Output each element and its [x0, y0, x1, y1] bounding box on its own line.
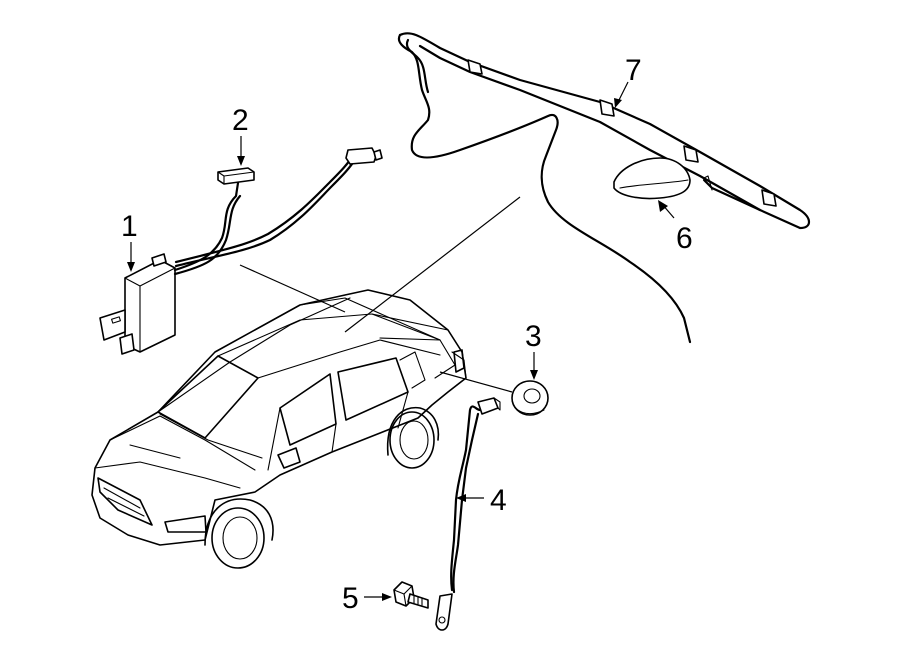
callout-4: 4	[490, 484, 507, 517]
ground-cable-part-4	[435, 397, 501, 631]
leader-lines	[239, 196, 521, 393]
grommet-part-3	[511, 380, 549, 416]
connector-upper	[345, 147, 383, 165]
callout-arrows	[127, 81, 675, 601]
vehicle-illustration	[91, 289, 467, 569]
callout-7: 7	[625, 54, 642, 87]
antenna-cover-part-6	[613, 157, 691, 200]
antenna-cable-harness	[397, 32, 811, 344]
callout-1: 1	[121, 210, 138, 243]
amplifier-module	[99, 253, 176, 355]
callout-2: 2	[232, 104, 249, 137]
callout-3: 3	[525, 320, 542, 353]
module-wiring	[173, 152, 358, 276]
callout-5: 5	[342, 582, 359, 615]
connector-part-2	[217, 167, 255, 185]
bolt-part-5	[393, 581, 429, 609]
callout-6: 6	[676, 222, 693, 255]
callout-labels: 1 2 3 4 5 6 7	[121, 54, 693, 615]
